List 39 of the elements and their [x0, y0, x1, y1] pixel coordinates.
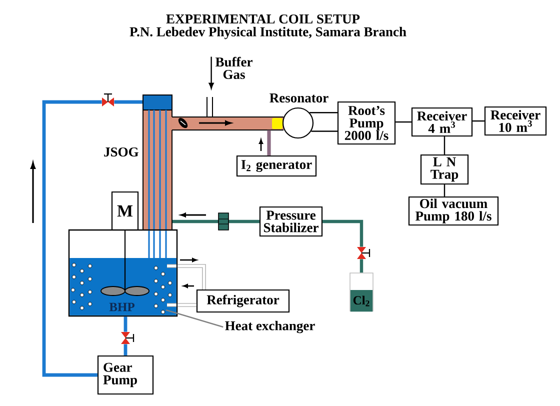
- connector: [396, 121, 412, 123]
- equipment-box: Gear Pump: [97, 355, 154, 395]
- equipment-box: Pressure Stabilizer: [259, 206, 323, 237]
- equipment-box: I$_{2}$ generator: [236, 155, 317, 177]
- equipment-box: Refrigerator: [196, 289, 290, 313]
- pipe: [114, 100, 142, 104]
- node-label: JSOG: [104, 147, 138, 157]
- valve-symbol: [357, 247, 370, 259]
- equipment-box: Root’s Pump 2000 l/s: [337, 101, 396, 145]
- node-label: Resonator: [270, 94, 328, 102]
- equipment-box: Receiver 10 m$^{3}$: [484, 106, 547, 136]
- leader-line: [166, 309, 224, 328]
- node-label: Cl$_{2}$: [353, 296, 370, 306]
- node-label: Buffer Gas: [215, 56, 252, 80]
- pipe: [124, 316, 128, 332]
- pipe: [267, 130, 271, 156]
- connector: [444, 184, 446, 196]
- pipe: [124, 344, 128, 356]
- pipe: [178, 264, 206, 290]
- pipe: [172, 220, 260, 224]
- title: EXPERIMENTAL COIL SETUP: [166, 14, 360, 24]
- node-label: BHP: [109, 302, 134, 312]
- node-label: Heat exchanger: [225, 320, 315, 334]
- pipe: [42, 100, 102, 377]
- subtitle: P.N. Lebedev Physical Institute, Samara Branch: [130, 26, 406, 40]
- equipment-box: Receiver 4 m$^{3}$: [411, 107, 473, 137]
- connector: [472, 120, 484, 122]
- arrow: [208, 56, 214, 89]
- pipe: [360, 259, 364, 273]
- valve-symbol: [121, 332, 134, 344]
- motor-box: M: [111, 191, 139, 231]
- connector: [311, 130, 338, 132]
- pipe: [178, 303, 196, 307]
- connector: [310, 112, 338, 114]
- equipment-box: Oil vacuum Pump 180 l/s: [408, 196, 499, 226]
- pipe: [322, 220, 364, 247]
- equipment-box: L N Trap: [420, 154, 469, 185]
- valve-symbol: [102, 93, 114, 106]
- connector: [444, 136, 446, 154]
